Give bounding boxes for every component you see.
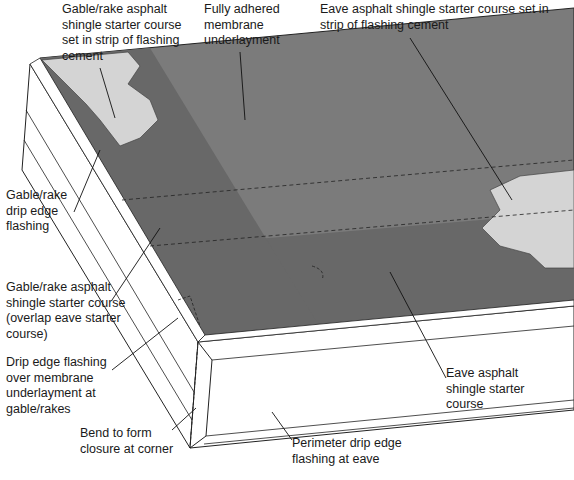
callout-label: Perimeter drip edge flashing at eave [292, 436, 424, 467]
callout-label: Fully adhered membrane underlayment [204, 2, 296, 49]
membrane-underlayment [40, 8, 574, 335]
callout-label: Gable/rake asphalt shingle starter cours… [6, 280, 136, 342]
callout-label: Eave asphalt shingle starter course set … [320, 2, 570, 33]
callout-label: Eave asphalt shingle starter course [446, 366, 556, 413]
callout-label: Drip edge flashing over membrane underla… [6, 355, 124, 417]
callout-label: Gable/rake drip edge flashing [6, 188, 76, 235]
callout-label: Bend to form closure at corner [80, 426, 192, 457]
callout-label: Gable/rake asphalt shingle starter cours… [62, 2, 184, 64]
